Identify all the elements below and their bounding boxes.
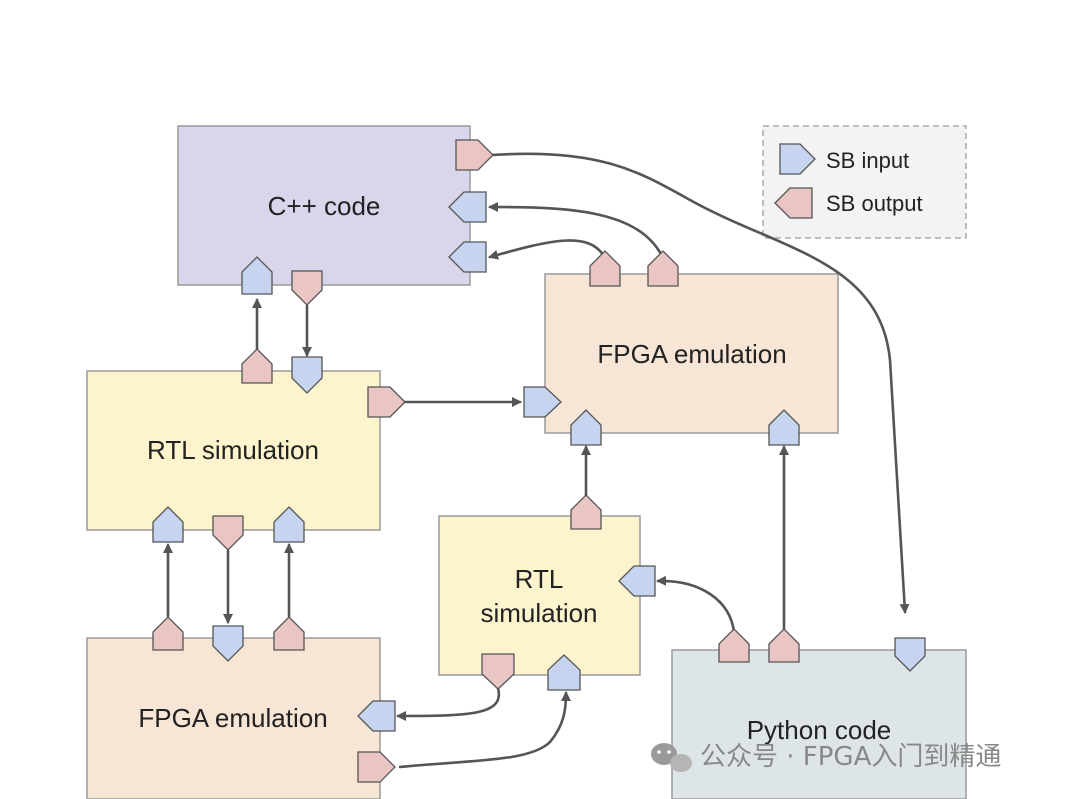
python-code-label: Python code xyxy=(747,715,892,745)
wire-fpga-top-to-cpp-1 xyxy=(488,202,665,260)
rtl-left-sb-input-port-bottom-2 xyxy=(273,506,305,543)
rtl-simulation-middle-label-line2: simulation xyxy=(480,598,597,628)
rtl-mid-sb-input-port-bottom xyxy=(547,654,581,691)
fpga-top-sb-output-port-2 xyxy=(647,250,679,287)
wire-rtl-mid-to-fpga-bottom xyxy=(396,686,501,721)
rtl-mid-sb-output-port-top xyxy=(570,494,602,530)
rtl-simulation-left-label: RTL simulation xyxy=(147,435,319,465)
fpga-bottom-sb-output-port-2 xyxy=(273,616,305,651)
cpp-sb-input-port-2 xyxy=(448,241,487,273)
legend-sb-output-label: SB output xyxy=(826,191,923,216)
cpp-sb-input-port-1 xyxy=(448,191,487,223)
fpga-top-sb-input-port-left xyxy=(523,386,562,418)
watermark: 公众号 · FPGA入门到精通 xyxy=(651,742,1001,772)
fpga-bottom-sb-output-port-1 xyxy=(152,616,184,651)
cpp-code-block xyxy=(177,125,471,286)
python-sb-input-port xyxy=(894,637,926,672)
fpga-top-sb-input-port-2 xyxy=(768,409,800,446)
rtl-left-sb-output-port-top xyxy=(241,348,273,384)
legend-box xyxy=(762,125,967,239)
cpp-code-label: C++ code xyxy=(268,191,381,221)
python-code-block xyxy=(671,649,967,799)
fpga-top-sb-input-port-1 xyxy=(570,409,602,446)
ports xyxy=(152,139,926,783)
wire-python-to-rtl-mid xyxy=(656,575,736,634)
rtl-left-sb-output-port-bottom xyxy=(212,515,244,551)
wire-cpp-to-python xyxy=(490,152,910,614)
cpp-sb-output-port-bottom xyxy=(291,270,323,306)
rtl-mid-sb-input-port-right xyxy=(618,565,656,597)
rtl-left-sb-output-port-right xyxy=(367,386,406,418)
legend-sb-input-icon xyxy=(779,143,816,175)
python-sb-output-port-1 xyxy=(718,628,750,663)
fpga-bottom-sb-input-port xyxy=(212,625,244,662)
legend-sb-output-icon xyxy=(774,187,813,219)
rtl-simulation-middle-label-line1: RTL xyxy=(515,564,564,594)
rtl-simulation-middle-block xyxy=(438,515,641,676)
rtl-mid-sb-output-port-bottom xyxy=(481,653,515,690)
cpp-sb-input-port-bottom xyxy=(241,256,273,295)
rtl-left-sb-input-port-bottom-1 xyxy=(152,506,184,543)
wechat-icon xyxy=(651,743,692,772)
fpga-emulation-top-label: FPGA emulation xyxy=(597,339,786,369)
cpp-sb-output-port xyxy=(455,139,494,171)
watermark-text: 公众号 · FPGA入门到精通 xyxy=(700,742,1001,772)
rtl-left-sb-input-port-top xyxy=(291,356,323,394)
rtl-simulation-left-block xyxy=(86,370,381,531)
connections xyxy=(163,152,910,769)
legend-sb-input-label: SB input xyxy=(826,148,909,173)
fpga-bottom-sb-input-port-right xyxy=(357,700,396,732)
fpga-bottom-sb-output-port-right xyxy=(357,751,396,783)
fpga-emulation-bottom-label: FPGA emulation xyxy=(138,703,327,733)
wire-fpga-bottom-to-rtl-mid xyxy=(398,691,571,769)
fpga-emulation-top-block xyxy=(544,273,839,434)
legend: SB input SB output xyxy=(762,125,967,239)
python-sb-output-port-2 xyxy=(768,628,800,663)
fpga-top-sb-output-port-1 xyxy=(589,250,621,287)
wire-fpga-top-to-cpp-2 xyxy=(488,239,607,260)
